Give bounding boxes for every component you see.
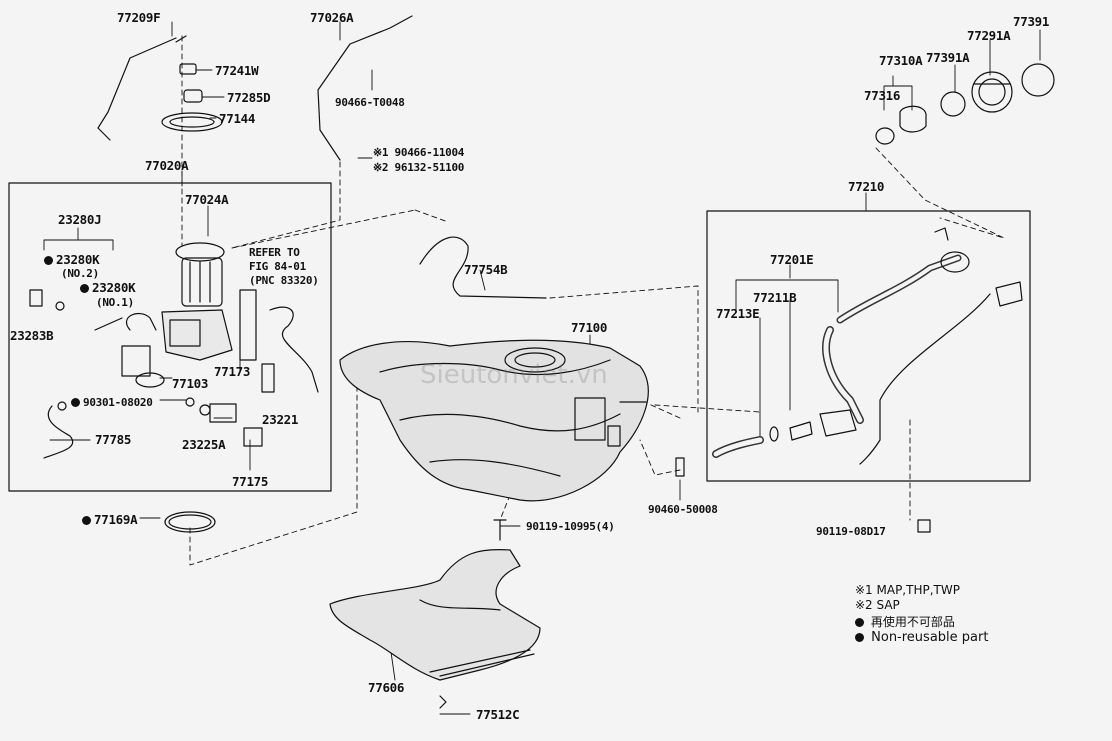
label-refer-3: (PNC 83320) (249, 274, 319, 287)
non-reusable-dot (82, 516, 91, 525)
tank-undercover (329, 548, 541, 709)
label-23221: 23221 (262, 412, 299, 427)
label-90119-10995: 90119-10995(4) (526, 520, 615, 533)
filler-pipe-frame (706, 210, 1031, 482)
label-77210: 77210 (848, 179, 885, 194)
label-23283B: 23283B (10, 328, 54, 343)
label-23280K-no1: 23280K (80, 280, 136, 295)
label-77169A: 77169A (82, 512, 138, 527)
pump-module-frame (8, 182, 332, 492)
label-77211B: 77211B (753, 290, 797, 305)
reference-lines (181, 35, 1005, 566)
non-reusable-dot (71, 398, 80, 407)
label-90301-08020: 90301-08020 (71, 396, 153, 409)
legend-note-2: ※2 SAP (855, 598, 900, 612)
label-no1: (NO.1) (96, 296, 134, 309)
label-77754B: 77754B (464, 262, 508, 277)
label-77103: 77103 (172, 376, 209, 391)
label-77144: 77144 (219, 111, 256, 126)
filler-pipe (712, 227, 1023, 533)
label-77026A: 77026A (310, 10, 354, 25)
label-23280K-no2-text: 23280K (56, 252, 100, 267)
label-96132-51100: ※2 96132-51100 (373, 161, 465, 174)
label-90460-50008: 90460-50008 (648, 503, 718, 516)
label-77316: 77316 (864, 88, 901, 103)
non-reusable-dot (855, 618, 864, 627)
legend-note-4: Non-reusable part (855, 630, 988, 645)
label-77201E: 77201E (770, 252, 814, 267)
label-90466-11004: ※1 90466-11004 (373, 146, 465, 159)
label-77020A: 77020A (145, 158, 189, 173)
legend-note-3: 再使用不可部品 (855, 613, 955, 630)
label-90301-08020-text: 90301-08020 (83, 396, 153, 409)
label-77310A: 77310A (879, 53, 923, 68)
watermark: Sieutonviet.vn (420, 360, 608, 390)
label-77785: 77785 (95, 432, 132, 447)
label-90119-08D17: 90119-08D17 (816, 525, 886, 538)
label-77391A: 77391A (926, 50, 970, 65)
label-77209F: 77209F (117, 10, 161, 25)
legend-note-4-text: Non-reusable part (871, 630, 989, 645)
label-refer-2: FIG 84-01 (249, 260, 306, 273)
label-23280K-no1-text: 23280K (92, 280, 136, 295)
label-no2: (NO.2) (61, 267, 99, 280)
pump-module-parts (29, 63, 319, 533)
label-77391: 77391 (1013, 14, 1050, 29)
label-77169A-text: 77169A (94, 512, 138, 527)
label-77173: 77173 (214, 364, 251, 379)
non-reusable-dot (855, 633, 864, 642)
label-77024A: 77024A (185, 192, 229, 207)
non-reusable-dot (80, 284, 89, 293)
label-77291A: 77291A (967, 28, 1011, 43)
fuel-tank (339, 236, 685, 541)
label-23225A: 23225A (182, 437, 226, 452)
label-23280K-no2: 23280K (44, 252, 100, 267)
label-77241W: 77241W (215, 63, 259, 78)
label-77175: 77175 (232, 474, 269, 489)
sender-wires (97, 15, 413, 161)
label-23280J: 23280J (58, 212, 102, 227)
label-77512C: 77512C (476, 707, 520, 722)
label-90466-T0048: 90466-T0048 (335, 96, 405, 109)
legend-note-3-text: 再使用不可部品 (870, 615, 955, 629)
legend-note-1: ※1 MAP,THP,TWP (855, 583, 960, 597)
label-refer-1: REFER TO (249, 246, 300, 259)
label-77100: 77100 (571, 320, 608, 335)
non-reusable-dot (44, 256, 53, 265)
label-77285D: 77285D (227, 90, 271, 105)
filler-cap-parts (875, 63, 1055, 145)
label-77213E: 77213E (716, 306, 760, 321)
label-77606: 77606 (368, 680, 405, 695)
